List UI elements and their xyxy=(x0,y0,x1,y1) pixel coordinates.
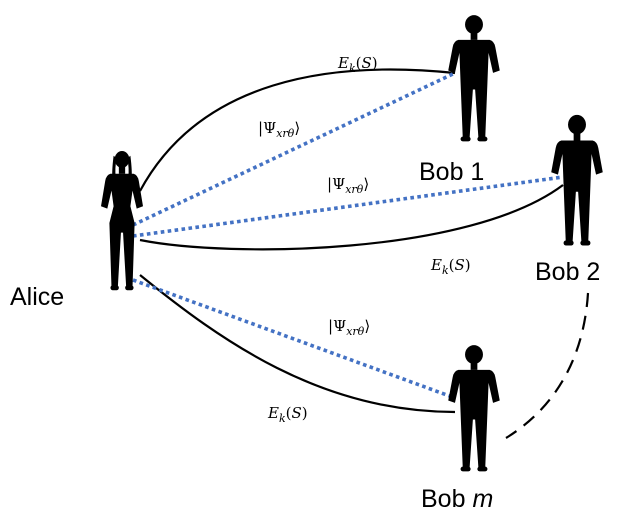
classical-label-bob1: Ek(S) xyxy=(337,54,378,75)
quantum-label-bobm: |Ψxrθ⟩ xyxy=(328,317,370,338)
more-bobs-continuation xyxy=(505,292,590,439)
quantum-link-bob1 xyxy=(132,71,456,227)
bob2-silhouette-icon xyxy=(551,114,603,246)
quantum-label-bob2: |Ψxrθ⟩ xyxy=(327,175,369,196)
classical-label-bob2: Ek(S) xyxy=(430,256,471,277)
classical-link-bobm xyxy=(139,274,456,414)
bob1-label: Bob 1 xyxy=(419,158,484,186)
classical-label-bobm: Ek(S) xyxy=(267,404,308,425)
alice-silhouette-icon xyxy=(101,151,143,291)
bob1-silhouette-icon xyxy=(448,15,500,142)
quantum-link-bobm xyxy=(132,278,456,400)
classical-link-bob1 xyxy=(139,68,456,192)
classical-link-bob2 xyxy=(139,184,564,251)
bobm-label: Bob m xyxy=(421,485,493,513)
alice-label: Alice xyxy=(10,283,64,311)
bob2-label: Bob 2 xyxy=(535,258,600,286)
bobm-silhouette-icon xyxy=(448,345,500,472)
quantum-link-bob2 xyxy=(132,175,564,238)
quantum-label-bob1: |Ψxrθ⟩ xyxy=(258,119,300,140)
